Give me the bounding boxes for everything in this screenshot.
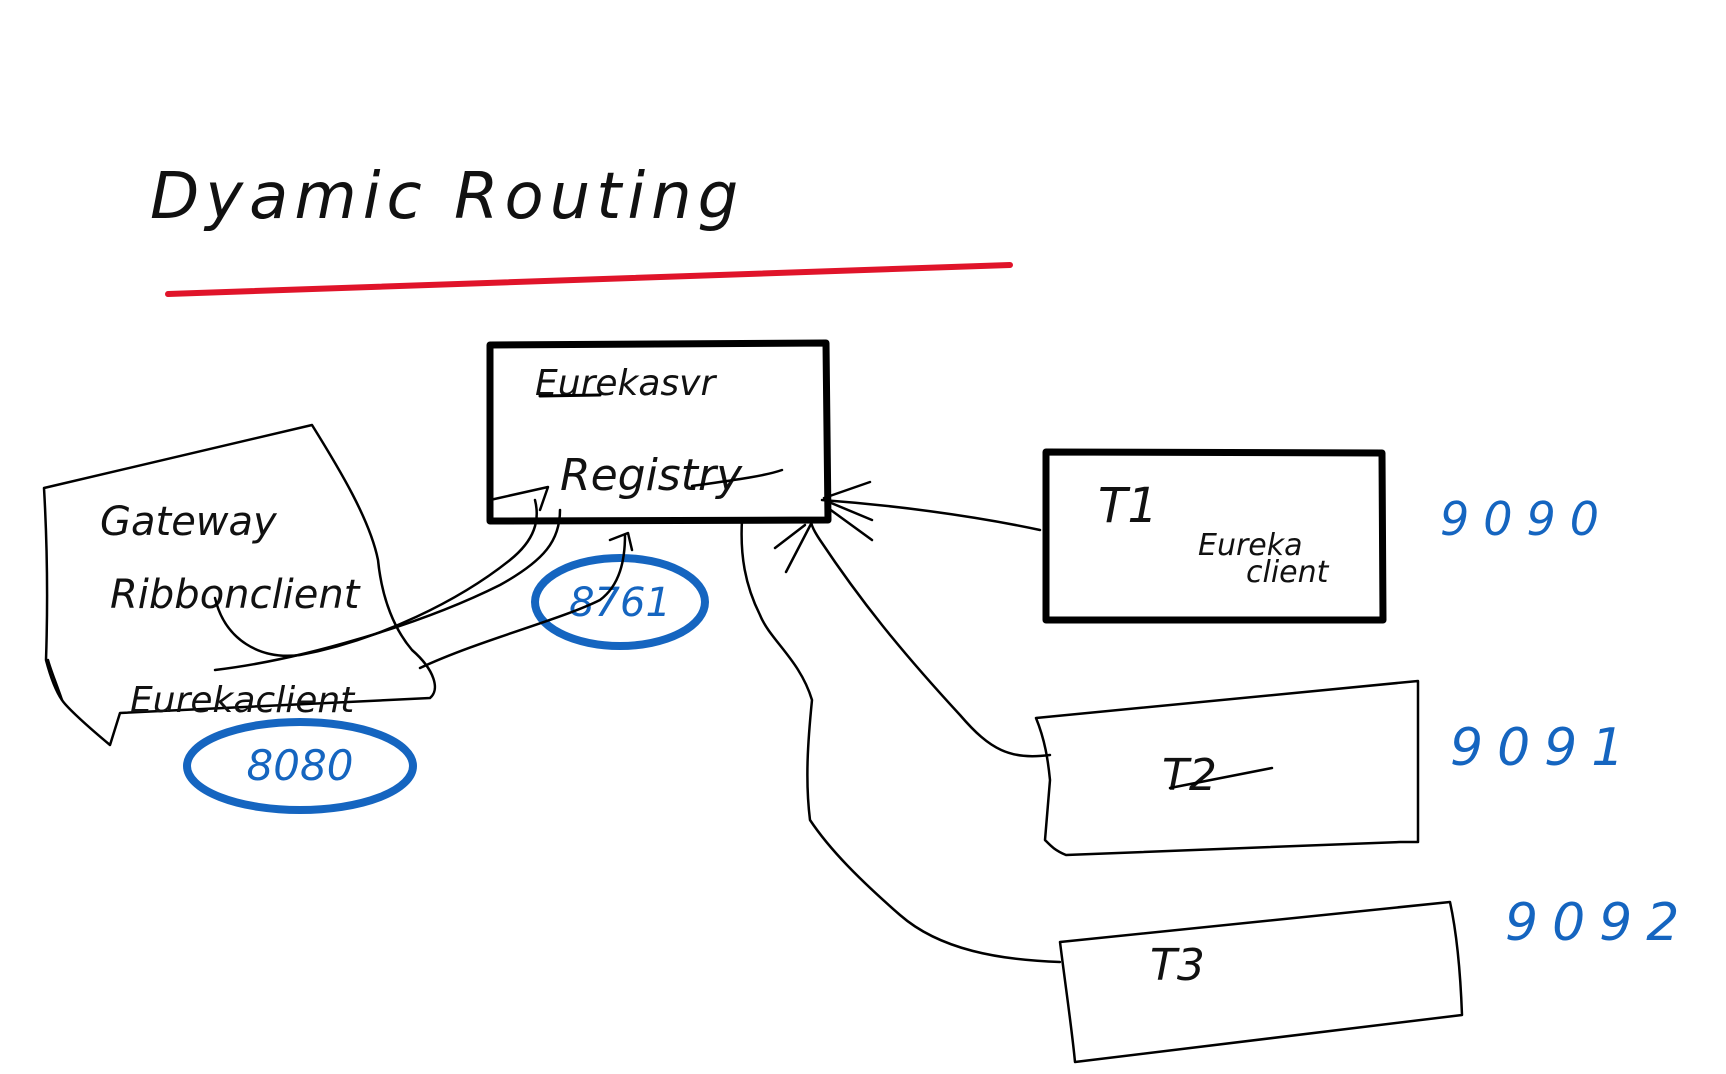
- eureka-server-label: Eurekasvr: [535, 363, 717, 404]
- gateway-to-eureka-line-2: [213, 508, 562, 672]
- t1-to-eureka-line: [820, 498, 1042, 532]
- ribbon-client-label: Ribbonclient: [110, 572, 361, 618]
- arrow-head-icon: [773, 520, 814, 574]
- service-t3-box: T3: [1058, 900, 1464, 1064]
- registry-underline: [690, 468, 784, 488]
- arrow-head-icon: [488, 485, 550, 512]
- service-t2-port: 9091: [1450, 718, 1638, 778]
- diagram-title: Dyamic Routing: [150, 160, 744, 234]
- service-t1-port: 9090: [1440, 492, 1613, 546]
- gateway-eureka-connectors: [213, 485, 634, 672]
- service-t3-port: 9092: [1505, 893, 1693, 953]
- service-t1-border: [1042, 448, 1387, 624]
- eureka-port-marker: 8761: [531, 554, 709, 650]
- service-t1-sublabel-1: Eureka: [1198, 528, 1303, 563]
- gateway-port-marker: 8080: [183, 718, 417, 814]
- t3-to-eureka-line: [740, 518, 1062, 964]
- gateway-port-circle: [183, 718, 417, 814]
- eureka-port-circle: [531, 554, 709, 650]
- t2-to-eureka-line: [810, 518, 1052, 758]
- service-t2-box: T2: [1034, 679, 1420, 857]
- eureka-server-box: Eurekasvr Registry: [486, 339, 832, 525]
- gateway-label: Gateway: [100, 499, 278, 545]
- service-t3-border: [1058, 900, 1464, 1064]
- service-t2-label: T2: [1162, 750, 1217, 801]
- service-t1-label: T1: [1098, 478, 1158, 534]
- service-t3-label: T3: [1150, 940, 1205, 991]
- service-eureka-connectors: [740, 480, 1062, 964]
- eureka-client-label: Eurekaclient: [130, 680, 356, 721]
- service-t2-border: [1034, 679, 1420, 857]
- service-t1-sublabel-2: client: [1246, 555, 1330, 590]
- gateway-port-label: 8080: [247, 741, 354, 790]
- title-underline: [165, 262, 1013, 297]
- arrow-head-icon: [822, 480, 874, 542]
- service-t1-box: T1 Eureka client: [1042, 448, 1387, 624]
- arrow-head-icon: [608, 531, 634, 552]
- gateway-to-eureka-line: [213, 498, 538, 657]
- gateway-box: Gateway Ribbonclient Eurekaclient: [42, 423, 437, 747]
- eureka-registry-label: Registry: [560, 450, 743, 501]
- gateway-to-eureka-line-3: [418, 533, 627, 670]
- service-t2-underline: [1168, 766, 1274, 790]
- eureka-port-label: 8761: [569, 580, 671, 626]
- gateway-fold: [46, 658, 64, 702]
- eureka-server-label-underline: [538, 393, 602, 398]
- eureka-server-border: [486, 339, 832, 525]
- gateway-border: [42, 423, 437, 747]
